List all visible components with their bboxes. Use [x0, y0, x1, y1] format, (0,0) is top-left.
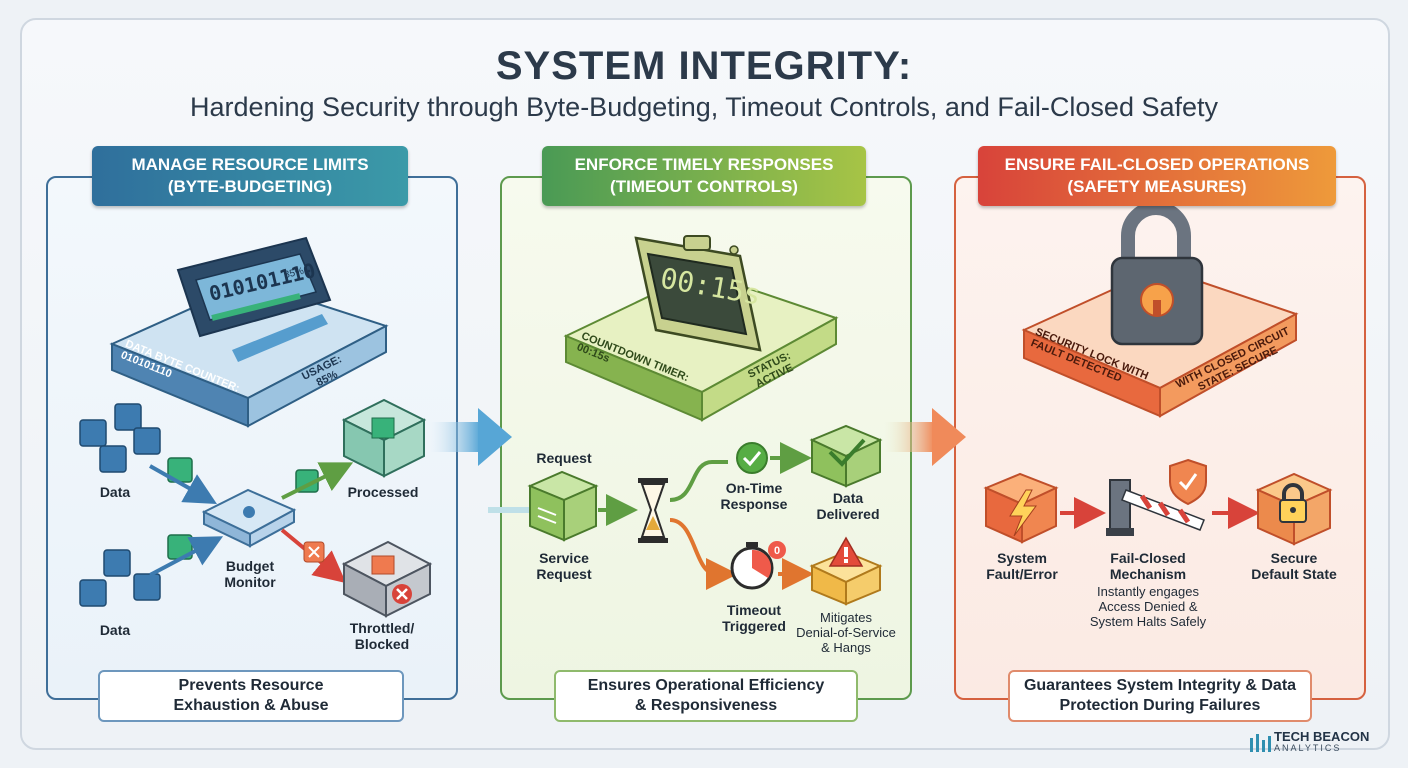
timeout-footer-line1: Ensures Operational Efficiency	[587, 677, 825, 694]
on-time-response-label: On-Time Response	[714, 480, 794, 512]
data-delivered-line2: Delivered	[816, 506, 880, 522]
timeout-footer: Ensures Operational Efficiency & Respons…	[554, 670, 858, 722]
failclosed-header-line1: ENSURE FAIL-CLOSED OPERATIONS	[1004, 155, 1310, 174]
secure-line1: Secure	[1270, 550, 1318, 566]
timeout-footer-line2: & Responsiveness	[634, 697, 778, 714]
service-request-line1: Service	[539, 550, 589, 566]
mitigates-line2: Denial-of-Service	[796, 625, 896, 640]
data-delivered-line1: Data	[832, 490, 864, 506]
timeout-triggered-label: Timeout Triggered	[714, 602, 794, 634]
fail-closed-header: ENSURE FAIL-CLOSED OPERATIONS (SAFETY ME…	[978, 146, 1336, 206]
logo-sub: ANALYTICS	[1274, 743, 1342, 753]
data-delivered-icon	[809, 424, 883, 488]
throttled-label: Throttled/ Blocked	[336, 620, 428, 652]
failclosed-header-line2: (SAFETY MEASURES)	[1067, 177, 1247, 196]
processed-label: Processed	[347, 484, 419, 500]
request-label: Request	[536, 450, 592, 466]
countdown-timer-device	[563, 235, 839, 422]
hourglass-icon	[638, 478, 668, 543]
shield-check-icon	[1169, 458, 1207, 506]
check-circle-icon	[736, 442, 768, 474]
stopwatch-icon: 0	[730, 541, 786, 590]
fault-lightning-icon	[983, 472, 1059, 544]
fail-closed-description: Instantly engages Access Denied & System…	[1084, 584, 1212, 629]
failclosed-footer-line1: Guarantees System Integrity & Data	[1023, 677, 1297, 694]
mitigates-line1: Mitigates	[819, 610, 873, 625]
mechanism-desc-line2: Access Denied &	[1098, 599, 1198, 614]
throttled-bin-icon	[341, 540, 433, 618]
blocked-x-icon	[303, 541, 325, 563]
timeout-badge: 0	[774, 545, 780, 557]
timeout-triggered-line2: Triggered	[722, 618, 786, 634]
throttled-line1: Throttled/	[349, 620, 415, 636]
page-subtitle: Hardening Security through Byte-Budgetin…	[189, 92, 1219, 122]
logo-name: TECH BEACON	[1274, 729, 1370, 744]
flow-arrow-1	[430, 408, 512, 466]
resource-header-line2: (BYTE-BUDGETING)	[167, 177, 333, 196]
budget-monitor-icon	[201, 488, 297, 548]
secure-line2: Default State	[1251, 566, 1337, 582]
system-fault-line2: Fault/Error	[986, 566, 1058, 582]
timeout-triggered-line1: Timeout	[726, 602, 782, 618]
fail-closed-mechanism-label: Fail-Closed Mechanism	[1090, 550, 1206, 582]
budget-monitor-line1: Budget	[225, 558, 275, 574]
byte-counter-device	[109, 236, 389, 428]
security-lock-device	[1021, 201, 1299, 418]
warning-box-icon	[809, 536, 883, 606]
data-cubes-bottom	[79, 549, 161, 607]
mechanism-desc-line3: System Halts Safely	[1089, 614, 1207, 629]
resource-footer-line1: Prevents Resource	[178, 677, 324, 694]
throttled-line2: Blocked	[354, 636, 410, 652]
resource-footer-line2: Exhaustion & Abuse	[173, 697, 329, 714]
company-logo: TECH BEACON ANALYTICS	[1274, 730, 1369, 754]
failclosed-footer: Guarantees System Integrity & Data Prote…	[1008, 670, 1312, 722]
service-request-line2: Request	[536, 566, 592, 582]
data-label-bottom: Data	[99, 622, 131, 638]
service-request-label: Service Request	[526, 550, 602, 582]
flow-arrow-2	[884, 408, 966, 466]
mitigates-line3: & Hangs	[821, 640, 871, 655]
resource-footer: Prevents Resource Exhaustion & Abuse	[98, 670, 404, 722]
mechanism-desc-line1: Instantly engages	[1097, 584, 1199, 599]
tech-beacon-logo-icon	[1250, 734, 1271, 752]
data-delivered-label: Data Delivered	[810, 490, 886, 522]
processed-bin-icon	[341, 398, 427, 478]
secure-default-state-label: Secure Default State	[1240, 550, 1348, 582]
on-time-line1: On-Time	[725, 480, 783, 496]
barrier-gate-icon	[1106, 479, 1205, 536]
service-request-icon	[527, 470, 599, 542]
system-fault-line1: System	[997, 550, 1047, 566]
mechanism-line2: Mechanism	[1109, 566, 1187, 582]
data-label-top: Data	[99, 484, 131, 500]
system-fault-label: System Fault/Error	[978, 550, 1066, 582]
mechanism-line1: Fail-Closed	[1110, 550, 1186, 566]
data-cubes-top	[79, 403, 161, 473]
page-title: SYSTEM INTEGRITY:	[495, 44, 913, 88]
timeout-controls-header: ENFORCE TIMELY RESPONSES (TIMEOUT CONTRO…	[542, 146, 866, 206]
budget-monitor-line2: Monitor	[224, 574, 276, 590]
mitigates-dos-label: Mitigates Denial-of-Service & Hangs	[786, 610, 906, 655]
secure-lock-box-icon	[1255, 472, 1333, 546]
timeout-header-line2: (TIMEOUT CONTROLS)	[610, 177, 798, 196]
resource-header-line1: MANAGE RESOURCE LIMITS	[131, 155, 369, 174]
failclosed-footer-line2: Protection During Failures	[1059, 697, 1261, 714]
resource-limits-header: MANAGE RESOURCE LIMITS (BYTE-BUDGETING)	[92, 146, 408, 206]
budget-monitor-label: Budget Monitor	[214, 558, 286, 590]
timeout-header-line1: ENFORCE TIMELY RESPONSES	[574, 155, 834, 174]
on-time-line2: Response	[720, 496, 788, 512]
